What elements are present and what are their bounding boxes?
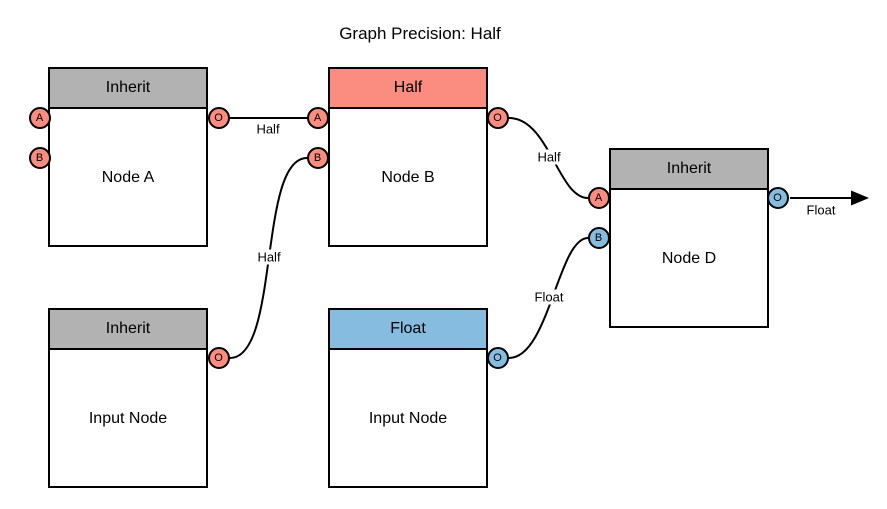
edge-d-output-arrowhead-icon [851, 190, 869, 206]
edge-label-a-to-b: Half [254, 121, 282, 137]
node-a-label: Node A [101, 169, 155, 186]
port-node-b-output-o[interactable]: O [486, 106, 509, 129]
edge-label-b-to-d: Half [535, 149, 563, 165]
node-a-header: Inherit [50, 69, 206, 109]
node-b-header: Half [330, 69, 486, 109]
input-mid-label: Input Node [368, 410, 448, 427]
node-d-header: Inherit [611, 150, 767, 190]
port-node-a-output-o[interactable]: O [207, 106, 230, 129]
edge-label-d-output: Float [804, 202, 838, 218]
port-input-left-output-o[interactable]: O [207, 346, 230, 369]
port-node-d-input-a[interactable]: A [587, 186, 610, 209]
port-node-b-input-a[interactable]: A [306, 106, 329, 129]
node-input-mid[interactable]: Float Input Node [328, 308, 488, 488]
diagram-title: Graph Precision: Half [339, 24, 501, 43]
port-node-b-input-b[interactable]: B [306, 146, 329, 169]
node-node-a[interactable]: Inherit Node A [48, 67, 208, 247]
port-input-mid-output-o[interactable]: O [486, 346, 509, 369]
node-node-b[interactable]: Half Node B [328, 67, 488, 247]
node-b-label: Node B [381, 169, 435, 186]
input-mid-header: Float [330, 310, 486, 350]
port-node-a-input-b[interactable]: B [28, 146, 51, 169]
port-node-d-input-b[interactable]: B [587, 226, 610, 249]
node-node-d[interactable]: Inherit Node D [609, 148, 769, 328]
port-node-a-input-a[interactable]: A [28, 106, 51, 129]
input-left-label: Input Node [88, 410, 168, 427]
input-left-header: Inherit [50, 310, 206, 350]
edge-label-input-left-to-b: Half [255, 249, 283, 265]
edge-label-input-mid-to-d: Float [532, 289, 566, 305]
node-input-left[interactable]: Inherit Input Node [48, 308, 208, 488]
node-d-label: Node D [661, 250, 717, 267]
port-node-d-output-o[interactable]: O [766, 186, 789, 209]
